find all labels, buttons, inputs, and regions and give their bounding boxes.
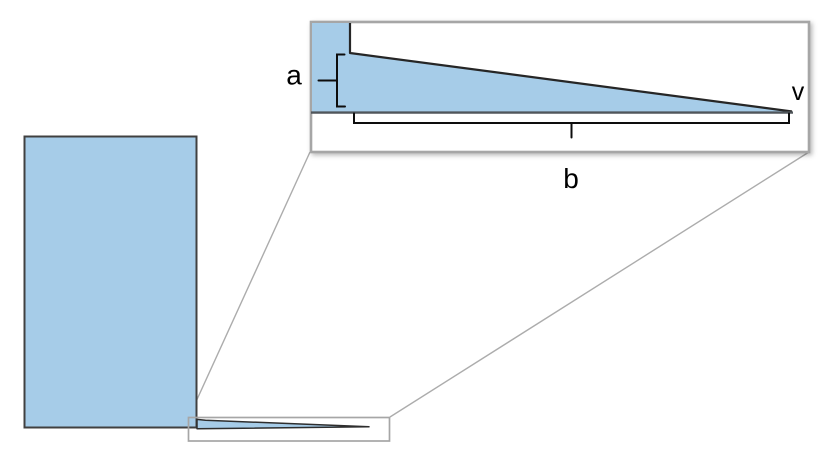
inset-blade-shape	[312, 23, 792, 112]
blade-source-shape	[196, 418, 370, 430]
dimension-bracket-b	[353, 112, 790, 139]
connector-line-right	[389, 151, 810, 418]
zoom-source-box	[187, 416, 391, 442]
label-a: a	[286, 60, 302, 91]
main-slab	[23, 135, 198, 429]
label-b: b	[563, 163, 579, 194]
connector-line-left	[188, 151, 311, 418]
label-v: v	[792, 78, 805, 106]
inset-taper-edge	[348, 23, 793, 113]
dimension-brace-a	[317, 53, 346, 108]
